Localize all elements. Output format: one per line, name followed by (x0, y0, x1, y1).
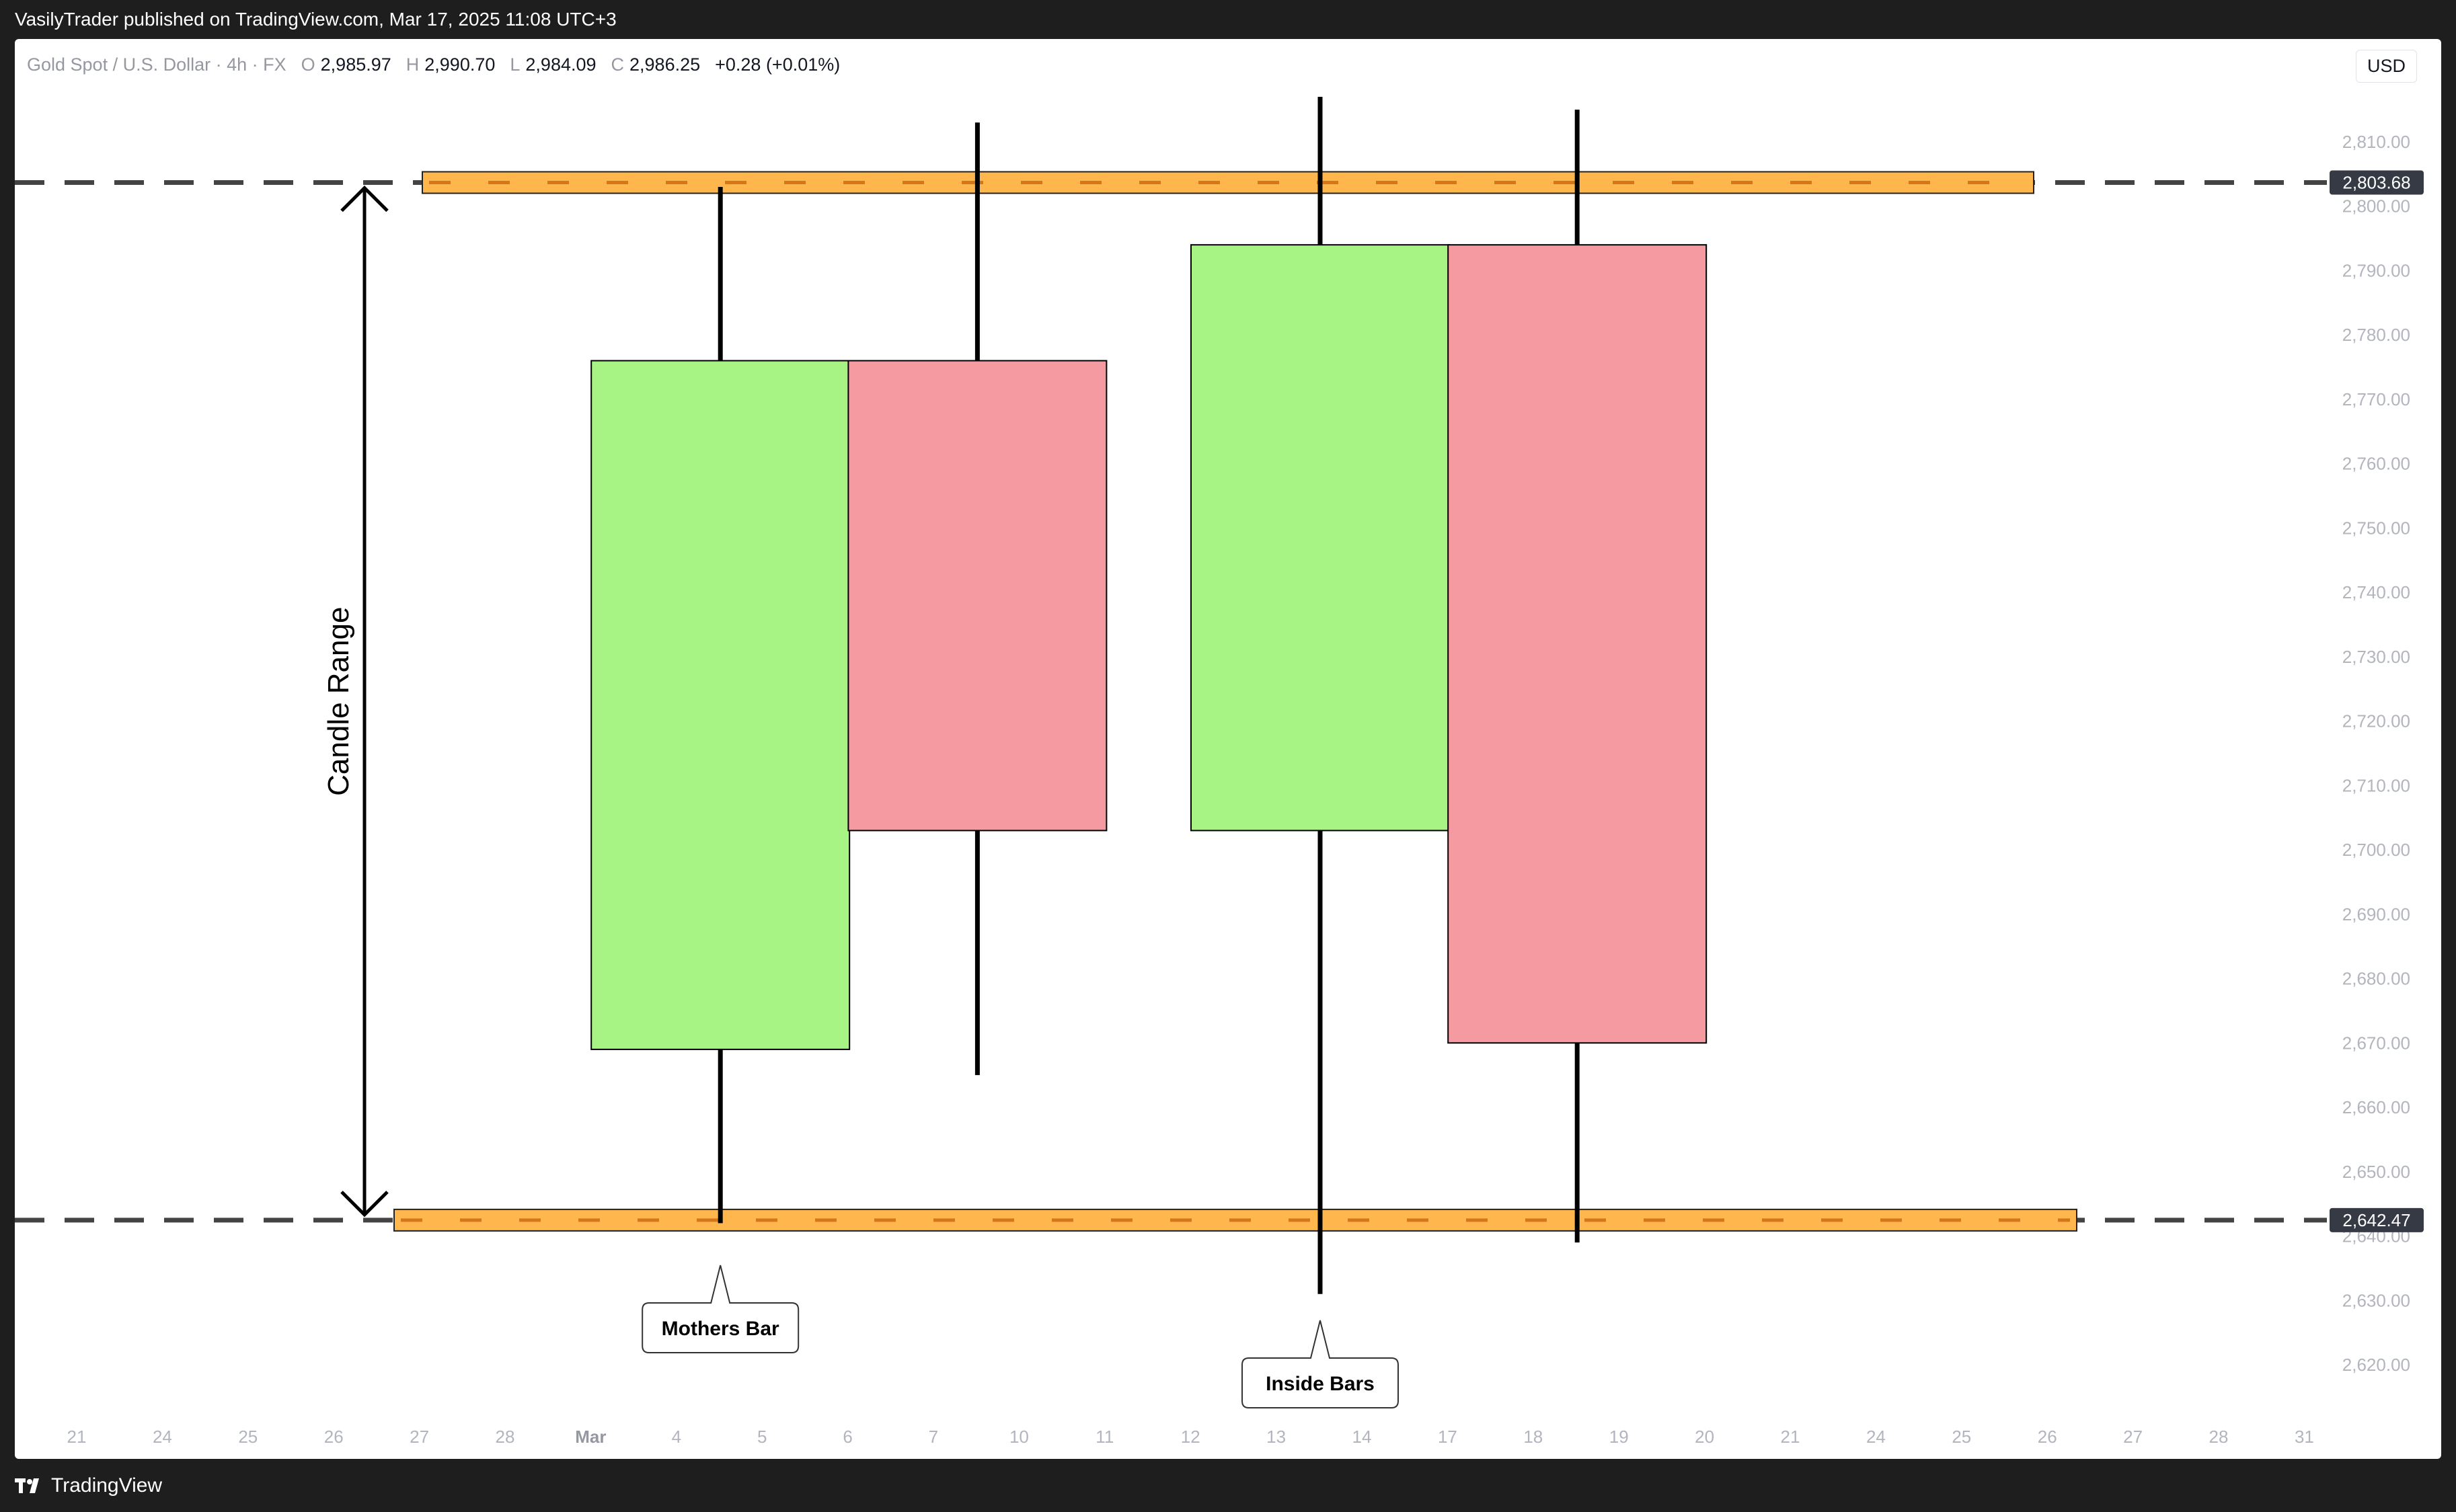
bull-candle-body (1190, 244, 1450, 832)
x-tick-label: 17 (1438, 1427, 1457, 1447)
y-tick-label: 2,650.00 (2342, 1162, 2410, 1182)
change-value: +0.28 (+0.01%) (715, 54, 841, 75)
x-tick-label: 21 (67, 1427, 87, 1447)
price-tag (2330, 170, 2424, 195)
callout-text: Inside Bars (1266, 1373, 1375, 1395)
x-tick-label: 26 (324, 1427, 344, 1447)
callout-bubble (642, 1265, 800, 1353)
callout[interactable]: Mothers Bar (642, 1265, 800, 1353)
candle[interactable] (1447, 110, 1707, 1243)
callout[interactable]: Inside Bars (1241, 1320, 1399, 1408)
y-tick-label: 2,710.00 (2342, 775, 2410, 795)
x-tick-label: 25 (1952, 1427, 1971, 1447)
y-tick-label: 2,800.00 (2342, 196, 2410, 216)
price-tag-label: 2,803.68 (2342, 173, 2410, 193)
bull-candle-body (590, 360, 851, 1050)
bear-candle-body (847, 360, 1108, 832)
x-tick-label: 14 (1352, 1427, 1372, 1447)
y-tick-label: 2,620.00 (2342, 1355, 2410, 1375)
callout-bubble (1241, 1320, 1399, 1408)
y-tick-label: 2,680.00 (2342, 969, 2410, 989)
bear-candle-body (1447, 244, 1707, 1044)
range-arrow-head-bottom (340, 1191, 389, 1218)
high-value: 2,990.70 (424, 54, 496, 75)
y-tick-label: 2,770.00 (2342, 389, 2410, 409)
low-label: L (510, 54, 521, 75)
candle[interactable] (1190, 96, 1450, 1294)
price-tag (2330, 1207, 2424, 1232)
x-tick-label: 18 (1523, 1427, 1543, 1447)
x-tick-label: 31 (2295, 1427, 2314, 1447)
close-value: 2,986.25 (629, 54, 701, 75)
x-tick-label: 25 (238, 1427, 258, 1447)
symbol-label: Gold Spot / U.S. Dollar · 4h · FX (27, 54, 286, 75)
open-label: O (301, 54, 315, 75)
x-tick-label: 7 (929, 1427, 938, 1447)
y-tick-label: 2,790.00 (2342, 260, 2410, 280)
currency-selector[interactable]: USD (2355, 50, 2417, 83)
x-tick-label: 13 (1266, 1427, 1286, 1447)
y-tick-label: 2,810.00 (2342, 132, 2410, 152)
y-tick-label: 2,690.00 (2342, 904, 2410, 924)
range-arrow-head-top (340, 185, 389, 212)
x-tick-label: 24 (153, 1427, 172, 1447)
tradingview-logo-icon[interactable] (15, 1477, 44, 1495)
x-tick-label: 12 (1181, 1427, 1200, 1447)
open-value: 2,985.97 (320, 54, 391, 75)
y-tick-label: 2,780.00 (2342, 325, 2410, 345)
y-tick-label: 2,700.00 (2342, 840, 2410, 860)
x-tick-label: 28 (2209, 1427, 2229, 1447)
candle[interactable] (847, 122, 1108, 1076)
price-tag-label: 2,642.47 (2342, 1210, 2410, 1230)
close-label: C (611, 54, 625, 75)
range-label: Candle Range (322, 607, 355, 796)
x-tick-label: 19 (1609, 1427, 1629, 1447)
y-tick-label: 2,760.00 (2342, 454, 2410, 474)
y-tick-label: 2,630.00 (2342, 1290, 2410, 1310)
y-tick-label: 2,730.00 (2342, 647, 2410, 667)
x-tick-label: 5 (757, 1427, 767, 1447)
y-tick-label: 2,750.00 (2342, 518, 2410, 538)
publish-info: VasilyTrader published on TradingView.co… (0, 0, 2456, 39)
y-tick-label: 2,670.00 (2342, 1033, 2410, 1053)
high-label: H (406, 54, 420, 75)
x-tick-label: 4 (672, 1427, 681, 1447)
x-tick-label: 6 (843, 1427, 852, 1447)
candle[interactable] (590, 187, 851, 1224)
x-tick-label: 11 (1096, 1427, 1114, 1447)
x-tick-label: 27 (410, 1427, 429, 1447)
price-zone[interactable] (422, 171, 2034, 194)
callout-text: Mothers Bar (662, 1318, 779, 1340)
x-tick-label: 27 (2123, 1427, 2143, 1447)
brand-name[interactable]: TradingView (51, 1474, 163, 1497)
x-tick-label: Mar (575, 1427, 606, 1447)
x-tick-label: 21 (1781, 1427, 1800, 1447)
low-value: 2,984.09 (525, 54, 597, 75)
x-tick-label: 24 (1866, 1427, 1886, 1447)
footer-bar: TradingView (0, 1459, 2456, 1512)
x-tick-label: 20 (1695, 1427, 1714, 1447)
y-tick-label: 2,660.00 (2342, 1097, 2410, 1117)
x-tick-label: 10 (1009, 1427, 1029, 1447)
x-tick-label: 28 (496, 1427, 515, 1447)
y-tick-label: 2,720.00 (2342, 711, 2410, 731)
x-tick-label: 26 (2038, 1427, 2057, 1447)
y-tick-label: 2,740.00 (2342, 582, 2410, 602)
